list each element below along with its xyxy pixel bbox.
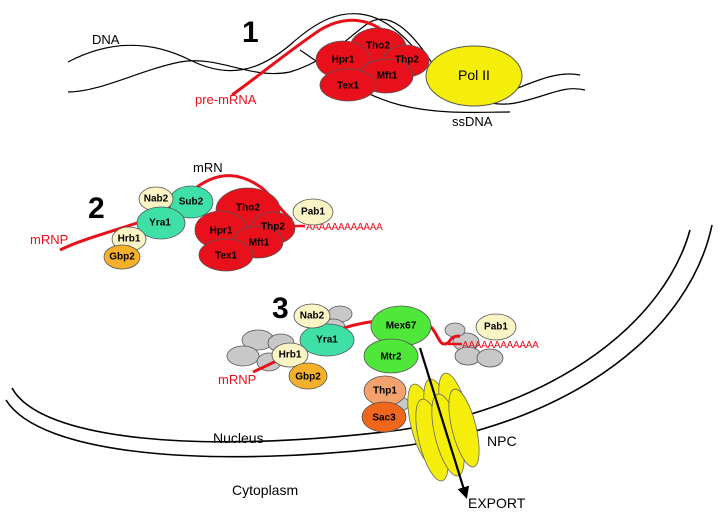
step3-number: 3	[272, 292, 289, 325]
ssdna-label: ssDNA	[452, 114, 493, 129]
pol2-protein	[425, 45, 523, 107]
yra1-label-3: Yra1	[316, 335, 338, 346]
yra1-label-2: Yra1	[149, 218, 171, 229]
step3-export: 3 mRNP AAAAAAAAAAAA	[218, 292, 539, 499]
step2-number: 2	[88, 192, 105, 225]
hpr1-label: Hpr1	[332, 55, 355, 66]
polya-tail-3: AAAAAAAAAAAA	[462, 340, 539, 351]
dna-label: DNA	[92, 32, 120, 47]
pab1-label-3: Pab1	[484, 322, 508, 333]
hrb1-protein-3	[271, 342, 309, 368]
step1-number: 1	[242, 16, 259, 49]
npc-label: NPC	[487, 433, 517, 449]
tex1-protein-2	[198, 238, 254, 272]
sac3-protein	[361, 401, 407, 433]
export-arrow	[418, 347, 470, 499]
gbp2-label-2: Gbp2	[109, 252, 135, 263]
grey-protein-c	[226, 345, 260, 367]
pab1-label-2: Pab1	[301, 207, 325, 218]
hrb1-label-3: Hrb1	[279, 350, 302, 361]
mrnp-label-2: mRNP	[30, 232, 68, 247]
thp1-label: Thp1	[373, 386, 397, 397]
mtr2-protein	[363, 338, 419, 374]
step2-mrnp-assembly: 2 mRN mRNP AAAAAAAAAAAA Tho2 Hpr1 Thp2 M…	[30, 160, 383, 272]
pre-mrna-label: pre-mRNA	[195, 92, 257, 107]
tex1-protein	[319, 68, 377, 102]
pab1-protein-3	[475, 313, 517, 341]
mrnp-label-3: mRNP	[218, 372, 256, 387]
gbp2-protein-3	[288, 362, 328, 390]
nucleus-label: Nucleus	[213, 430, 264, 446]
tho2-label-2: Tho2	[236, 203, 260, 214]
grey-protein-j	[444, 322, 466, 338]
export-label: EXPORT	[468, 495, 526, 511]
mft1-label: Mft1	[377, 71, 398, 82]
nab2-protein-3	[293, 303, 331, 329]
yra1-protein-3	[299, 323, 355, 357]
tex1-label: Tex1	[337, 81, 359, 92]
sub2-label-2: Sub2	[179, 197, 204, 208]
nuclear-membrane-inner	[11, 229, 691, 443]
thp2-label: Thp2	[395, 55, 419, 66]
npc-subunit-6	[448, 388, 480, 468]
nab2-label-2: Nab2	[144, 194, 169, 205]
nuclear-pore-complex	[407, 372, 480, 482]
nab2-label-3: Nab2	[300, 311, 325, 322]
pab1-protein-2	[292, 198, 334, 226]
mft1-label-2: Mft1	[249, 238, 270, 249]
yra1-protein-2	[136, 206, 186, 240]
gbp2-label-3: Gbp2	[295, 372, 321, 383]
thp2-label-2: Thp2	[261, 222, 285, 233]
mtr2-label: Mtr2	[380, 352, 402, 363]
nuclear-envelope	[5, 224, 713, 458]
mex67-label: Mex67	[386, 321, 417, 332]
hpr1-label-2: Hpr1	[210, 226, 233, 237]
hrb1-label-2: Hrb1	[118, 234, 141, 245]
gbp2-protein-2	[103, 244, 141, 270]
grey-protein-i	[476, 348, 504, 368]
polya-tail-2: AAAAAAAAAAAA	[306, 222, 383, 233]
step1-transcription: 1 DNA pre-mRNA ssDNA Pol II Tho2 Hpr1 Th…	[67, 13, 586, 129]
tex1-label-2: Tex1	[215, 251, 237, 262]
tho2-label: Tho2	[366, 41, 390, 52]
pol2-label: Pol II	[458, 67, 490, 83]
nuclear-membrane-outer	[5, 224, 713, 458]
mrn-label: mRN	[193, 160, 223, 175]
cytoplasm-label: Cytoplasm	[232, 482, 298, 498]
sac3-label: Sac3	[372, 413, 396, 424]
